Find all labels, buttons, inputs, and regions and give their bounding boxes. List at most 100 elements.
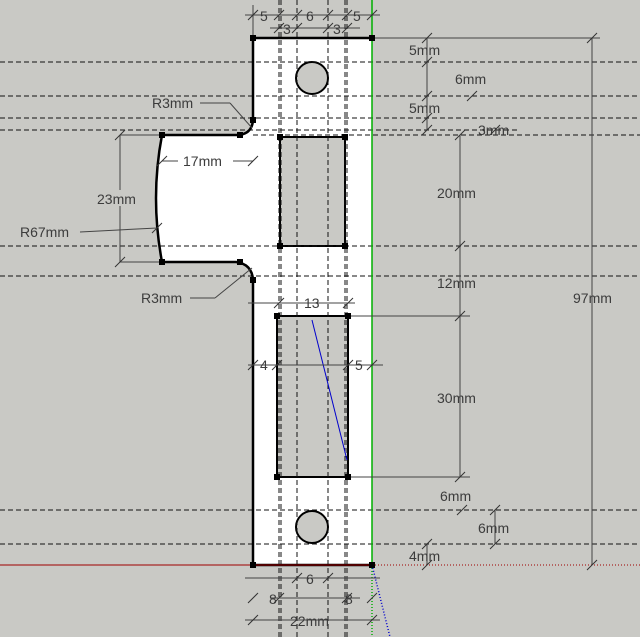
vertex-marker (250, 35, 256, 41)
dimension-tick (421, 90, 433, 102)
vertex-marker (237, 259, 243, 265)
dim-right-6mm-a: 6mm (455, 71, 486, 87)
dimension-tick (466, 90, 478, 102)
dim-top-3-right: 3 (333, 21, 341, 37)
dimension-tick (586, 32, 598, 44)
vertex-marker (250, 562, 256, 568)
vertex-marker (369, 562, 375, 568)
dimension-tick (341, 592, 353, 604)
lower-slot[interactable] (276, 315, 349, 478)
vertex-marker (342, 243, 348, 249)
dimension-tick (454, 240, 466, 252)
vertex-marker (369, 35, 375, 41)
dimension-tick (291, 572, 303, 584)
dimension-tick (489, 124, 501, 136)
dim-left-r3mm-bottom: R3mm (141, 290, 182, 306)
dim-inner-5: 5 (355, 357, 363, 373)
dimension-tick (421, 538, 433, 550)
dim-left-23mm: 23mm (97, 191, 136, 207)
dimension-tick (273, 9, 285, 21)
dimension-tick (342, 297, 354, 309)
dim-right-5mm-b: 5mm (409, 100, 440, 116)
dimension-tick (271, 359, 283, 371)
dimension-tick (421, 112, 433, 124)
dimension-tick (322, 9, 334, 21)
dimension-tick (454, 310, 466, 322)
dim-top-3-left: 3 (283, 21, 291, 37)
dim-bottom-6: 6 (306, 571, 314, 587)
vertex-marker (277, 134, 283, 140)
dim-left-17mm: 17mm (183, 153, 222, 169)
dim-bottom-22mm: 22mm (290, 613, 329, 629)
dimension-tick (247, 359, 259, 371)
dimension-tick (273, 297, 285, 309)
dimension-lines (79, 5, 600, 621)
dimension-tick (322, 572, 334, 584)
dimension-tick (586, 559, 598, 571)
dimension-tick (421, 124, 433, 136)
dimension-tick (489, 538, 501, 550)
dimension-labels: 5 3 6 3 5 6 8 8 22mm 5mm 6mm 5mm 3mm 20m… (20, 8, 612, 629)
dimension-tick (489, 504, 501, 516)
dimension-tick (291, 9, 303, 21)
dimension-tick (366, 614, 378, 626)
dim-right-3mm: 3mm (478, 122, 509, 138)
dim-right-30mm: 30mm (437, 390, 476, 406)
dim-left-r67mm: R67mm (20, 224, 69, 240)
dim-right-97mm: 97mm (573, 290, 612, 306)
dimension-tick (366, 592, 378, 604)
dimension-tick (421, 32, 433, 44)
vertex-marker (250, 277, 256, 283)
dimension-tick (247, 9, 259, 21)
dim-right-20mm: 20mm (437, 185, 476, 201)
vertex-marker (159, 259, 165, 265)
dimension-tick (456, 504, 468, 516)
dim-inner-4: 4 (260, 357, 268, 373)
top-screw-hole[interactable] (295, 61, 329, 95)
vertex-marker (274, 474, 280, 480)
dimension-tick (273, 22, 285, 34)
dim-right-6mm-b: 6mm (440, 488, 471, 504)
blue-line[interactable] (311, 319, 348, 461)
dimension-tick (366, 9, 378, 21)
dim-bottom-8-right: 8 (345, 591, 353, 607)
dimension-tick (342, 359, 354, 371)
dim-left-r3mm-top: R3mm (152, 95, 193, 111)
dim-right-4mm: 4mm (409, 548, 440, 564)
dimension-tick (366, 359, 378, 371)
vertex-marker (250, 117, 256, 123)
dimension-tick (247, 592, 259, 604)
dimension-tick (247, 614, 259, 626)
dimension-tick (421, 559, 433, 571)
vertex-marker (277, 243, 283, 249)
plate-face[interactable] (156, 38, 372, 565)
upper-slot[interactable] (279, 136, 346, 247)
dimension-tick (291, 22, 303, 34)
dim-inner-13: 13 (304, 295, 320, 311)
blue-axis-dotted (371, 564, 391, 637)
dimension-tick (156, 155, 168, 167)
dimension-tick (454, 471, 466, 483)
dim-right-5mm-a: 5mm (409, 42, 440, 58)
dim-top-5-right: 5 (353, 8, 361, 24)
dimension-tick (114, 129, 126, 141)
dimension-tick (151, 222, 163, 234)
dimension-tick (247, 155, 259, 167)
dimension-tick (273, 592, 285, 604)
dimension-tick (421, 56, 433, 68)
vertex-marker (345, 313, 351, 319)
dim-right-6mm-c: 6mm (478, 520, 509, 536)
dim-right-12mm: 12mm (437, 275, 476, 291)
vertex-marker (345, 474, 351, 480)
dim-top-6: 6 (306, 8, 314, 24)
vertex-marker (237, 132, 243, 138)
vertex-marker (159, 132, 165, 138)
dimension-tick (322, 22, 334, 34)
bottom-screw-hole[interactable] (295, 510, 329, 544)
dimension-tick (114, 256, 126, 268)
vertex-marker (342, 134, 348, 140)
dimension-tick (341, 22, 353, 34)
